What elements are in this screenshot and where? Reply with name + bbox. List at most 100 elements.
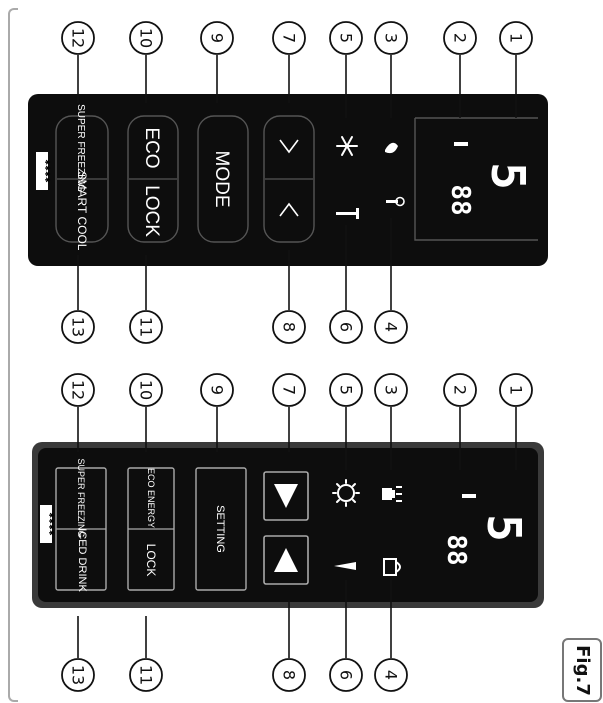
callout-top-lower-13: 13 <box>61 255 95 344</box>
callout-circle <box>61 21 95 55</box>
callout-circle <box>61 310 95 344</box>
bottom-panel: 5 88 SETTING ECO ENERGY LOCK SUPER FREEZ… <box>32 442 544 608</box>
top-up-chevron-icon <box>279 139 299 154</box>
bottom-thermometer-icon <box>334 562 356 570</box>
bottom-digits-small: 88 <box>441 534 471 565</box>
callout-circle <box>374 373 408 407</box>
callout-circle <box>129 310 163 344</box>
top-down-chevron-icon <box>279 202 299 217</box>
callout-number: 2 <box>451 385 470 395</box>
callout-bottom-lower-8: 8 <box>272 600 306 692</box>
callout-circle <box>374 310 408 344</box>
callout-number: 7 <box>280 385 299 395</box>
figure-label-text: Fig.7 <box>571 644 593 696</box>
top-super-freezing-label: SUPER FREEZING <box>75 104 86 192</box>
callout-circle <box>329 373 363 407</box>
callout-bottom-upper-2: 2 <box>443 373 477 470</box>
callout-circle <box>499 21 533 55</box>
top-thermometer-icon <box>336 212 358 215</box>
callout-circle <box>61 658 95 692</box>
top-arrow-buttons[interactable] <box>263 115 315 243</box>
callout-layer: 12 10 9 7 5 3 2 1 13 11 8 6 4 12 10 9 7 5 3 2 1 13 11 8 6 4 <box>61 21 533 692</box>
callout-bottom-upper-7: 7 <box>272 373 306 452</box>
callout-number: 7 <box>280 33 299 43</box>
bottom-setting-label: SETTING <box>214 505 226 553</box>
callout-bottom-upper-9: 9 <box>200 373 234 452</box>
callout-number: 11 <box>137 317 156 337</box>
bottom-sun-freeze-icon <box>332 479 360 507</box>
callout-number: 6 <box>337 670 356 680</box>
callout-top-lower-8: 8 <box>272 250 306 344</box>
callout-number: 9 <box>208 385 227 395</box>
top-star-badge <box>36 152 48 190</box>
callout-top-upper-3: 3 <box>374 21 408 118</box>
callout-number: 3 <box>382 33 401 43</box>
bottom-star-rating: ✱✱✱✱ <box>47 512 55 536</box>
callout-number: 1 <box>507 385 526 395</box>
bottom-up-triangle-icon <box>274 484 298 508</box>
callout-top-upper-1: 1 <box>499 21 533 118</box>
callout-top-upper-5: 5 <box>329 21 363 118</box>
bottom-down-button[interactable] <box>263 535 309 585</box>
callout-bottom-upper-1: 1 <box>499 373 533 470</box>
top-panel-body <box>28 94 548 266</box>
callout-number: 8 <box>280 322 299 332</box>
callout-top-upper-2: 2 <box>443 21 477 118</box>
callout-number: 12 <box>69 380 88 400</box>
callout-circle <box>272 373 306 407</box>
callout-number: 8 <box>280 670 299 680</box>
bottom-padlock-icon <box>383 558 401 576</box>
callout-circle <box>200 373 234 407</box>
callout-number: 10 <box>137 28 156 48</box>
bottom-panel-body <box>38 448 538 602</box>
top-digit-big: 5 <box>481 162 535 190</box>
bottom-eco-energy-label: ECO ENERGY <box>146 468 156 528</box>
top-lock-label: LOCK <box>141 185 162 237</box>
top-dash-segment <box>454 142 468 146</box>
callout-number: 9 <box>208 33 227 43</box>
callout-top-lower-6: 6 <box>329 225 363 344</box>
callout-number: 12 <box>69 28 88 48</box>
figure-label: Fig.7 <box>562 638 602 702</box>
callout-circle <box>200 21 234 55</box>
callout-bottom-lower-13: 13 <box>61 616 95 692</box>
callout-number: 5 <box>337 33 356 43</box>
callout-top-upper-10: 10 <box>129 21 163 103</box>
bottom-down-triangle-icon <box>274 548 298 572</box>
bottom-lock-label: LOCK <box>144 544 158 577</box>
callout-top-lower-4: 4 <box>374 218 408 344</box>
callout-number: 13 <box>69 317 88 337</box>
top-smart-cool-label: SMART COOL <box>75 172 89 251</box>
callout-number: 4 <box>382 670 401 680</box>
callout-circle <box>374 658 408 692</box>
bottom-setting-button[interactable] <box>195 467 247 591</box>
callout-circle <box>443 373 477 407</box>
callout-top-upper-12: 12 <box>61 21 95 103</box>
top-freeze-cool-button[interactable] <box>55 115 109 243</box>
top-eco-label: ECO <box>141 127 162 168</box>
callout-bottom-lower-11: 11 <box>129 616 163 692</box>
callout-number: 3 <box>382 385 401 395</box>
bottom-digit-big: 5 <box>477 514 531 542</box>
callout-top-lower-11: 11 <box>129 255 163 344</box>
callout-circle <box>499 373 533 407</box>
callout-number: 1 <box>507 33 526 43</box>
bottom-dash-segment <box>462 494 476 498</box>
callout-number: 5 <box>337 385 356 395</box>
callout-bottom-lower-4: 4 <box>374 580 408 692</box>
top-panel: 5 88 MODE ECO LOCK SUPER FREEZING SMART … <box>28 94 548 266</box>
callout-circle <box>329 21 363 55</box>
callout-top-upper-7: 7 <box>272 21 306 103</box>
top-eco-lock-button[interactable] <box>127 115 179 243</box>
callout-number: 6 <box>337 322 356 332</box>
callout-circle <box>61 373 95 407</box>
callout-circle <box>374 21 408 55</box>
bottom-plug-icon <box>382 486 402 502</box>
top-leaf-icon <box>385 142 398 154</box>
bottom-iced-drink-label: ICED DRINK <box>76 528 88 592</box>
top-mode-button[interactable] <box>197 115 249 243</box>
callout-circle <box>129 373 163 407</box>
callout-bottom-upper-10: 10 <box>129 373 163 452</box>
bottom-up-button[interactable] <box>263 471 309 521</box>
